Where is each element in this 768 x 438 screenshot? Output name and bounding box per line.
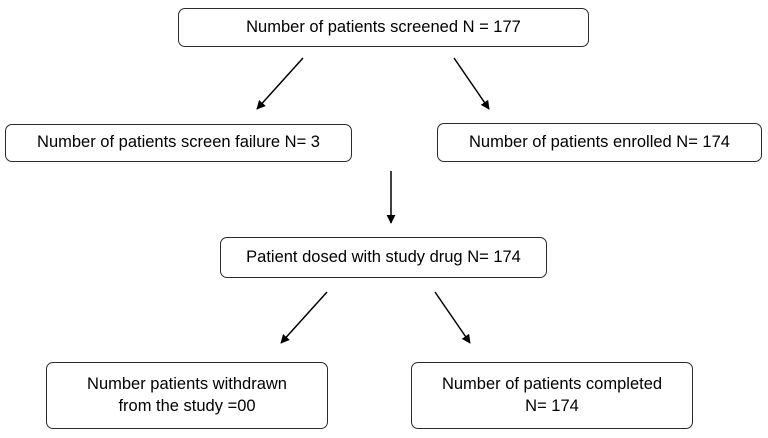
arrow-screened-to-failure: [256, 57, 304, 110]
patients-enrolled-label: Number of patients enrolled N= 174: [469, 132, 730, 151]
screen-failure-box: Number of patients screen failure N= 3: [5, 124, 352, 162]
patients-screened-box: Number of patients screened N = 177: [178, 8, 589, 47]
patients-enrolled-box: Number of patients enrolled N= 174: [437, 123, 762, 162]
patients-withdrawn-line2: from the study =00: [118, 396, 256, 415]
arrow-dosed-to-completed: [434, 291, 471, 344]
patients-completed-line2: N= 174: [525, 396, 579, 415]
patients-screened-label: Number of patients screened N = 177: [246, 17, 521, 36]
arrow-dosed-to-withdrawn: [280, 291, 328, 344]
patients-dosed-box: Patient dosed with study drug N= 174: [220, 237, 547, 278]
patients-completed-box: Number of patients completed N= 174: [411, 362, 693, 429]
patients-completed-line1: Number of patients completed: [441, 375, 663, 394]
arrow-screened-to-enrolled: [453, 57, 490, 110]
patients-withdrawn-line1: Number patients withdrawn: [87, 375, 287, 394]
patients-dosed-label: Patient dosed with study drug N= 174: [246, 247, 521, 266]
screen-failure-label: Number of patients screen failure N= 3: [37, 133, 320, 152]
patients-withdrawn-box: Number patients withdrawn from the study…: [46, 362, 328, 429]
